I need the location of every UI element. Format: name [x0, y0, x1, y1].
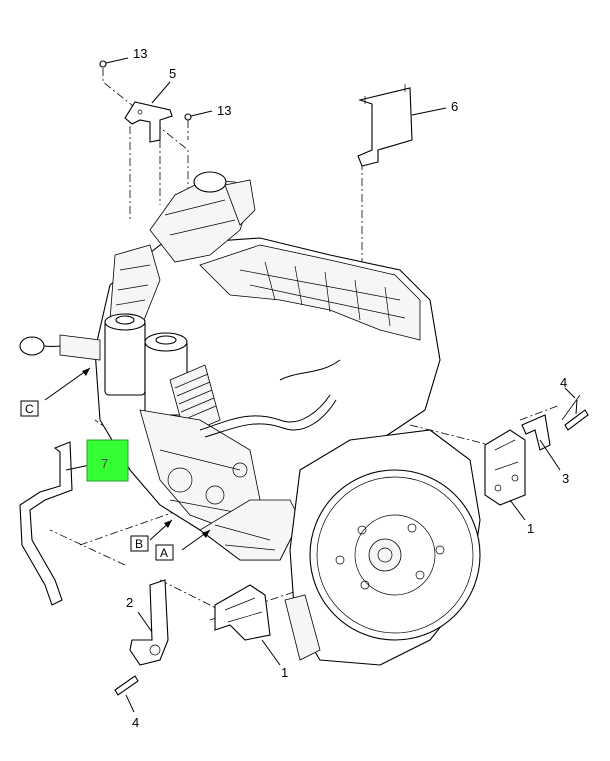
callout-7: 7	[101, 456, 108, 471]
view-label-a: A	[155, 544, 174, 561]
callout-13-top: 13	[133, 46, 147, 61]
callout-2: 2	[126, 595, 133, 610]
callout-4-bottom: 4	[132, 715, 139, 730]
part-4-bolts	[114, 399, 589, 713]
engine-block	[19, 171, 441, 561]
part-6-bracket	[357, 84, 447, 167]
part-1-2-mounts-bottom	[129, 579, 281, 666]
callout-1-bottom: 1	[281, 665, 288, 680]
callout-6: 6	[451, 99, 458, 114]
highlight-part-7[interactable]: 7	[86, 439, 129, 482]
view-label-b: B	[130, 535, 149, 552]
callout-1-right: 1	[527, 521, 534, 536]
view-label-c: C	[20, 400, 39, 417]
callout-5: 5	[169, 66, 176, 81]
view-arrows	[44, 367, 211, 551]
svg-text:A: A	[160, 546, 168, 560]
svg-text:C: C	[25, 402, 34, 416]
flywheel-housing	[284, 429, 481, 666]
callouts: 13 5 13 6 4 3 1 2 1 4	[126, 46, 569, 730]
part-5-bracket	[124, 81, 173, 143]
callout-4-right: 4	[560, 375, 567, 390]
callout-3: 3	[562, 471, 569, 486]
part-7-bracket	[19, 441, 91, 606]
part-1-3-mounts-right	[484, 387, 581, 521]
callout-13-mid: 13	[217, 103, 231, 118]
part-13-bolts	[99, 57, 213, 121]
svg-text:B: B	[135, 537, 143, 551]
